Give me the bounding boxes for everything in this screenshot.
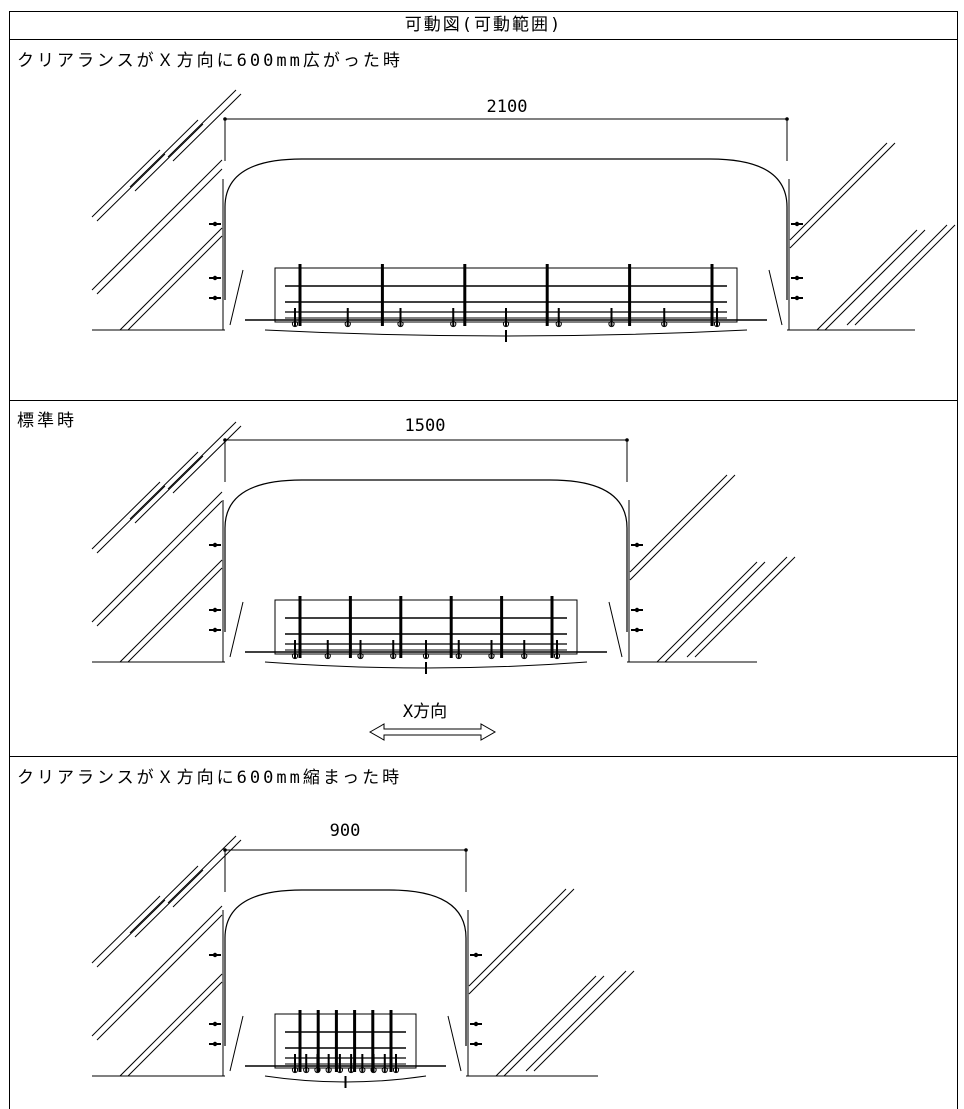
section-caption-standard: 標準時 — [17, 411, 77, 431]
x-direction-arrow-icon — [368, 723, 497, 741]
section-caption-contracted: クリアランスがＸ方向に600mm縮まった時 — [17, 768, 403, 788]
x-direction-label: X方向 — [402, 702, 448, 722]
section-caption-expanded: クリアランスがＸ方向に600mm広がった時 — [17, 51, 403, 71]
section-divider-2 — [9, 756, 958, 757]
title-divider — [9, 39, 958, 40]
dimension-value-expanded: 2100 — [486, 97, 528, 117]
section-divider-1 — [9, 400, 958, 401]
elevation-contracted — [91, 835, 635, 1088]
dimension-value-standard: 1500 — [404, 416, 446, 436]
elevation-expanded — [91, 89, 956, 342]
drawing-title: 可動図(可動範囲) — [404, 15, 563, 35]
drawing-frame — [9, 11, 958, 1109]
dimension-value-contracted: 900 — [329, 821, 361, 841]
elevation-standard — [91, 421, 796, 674]
